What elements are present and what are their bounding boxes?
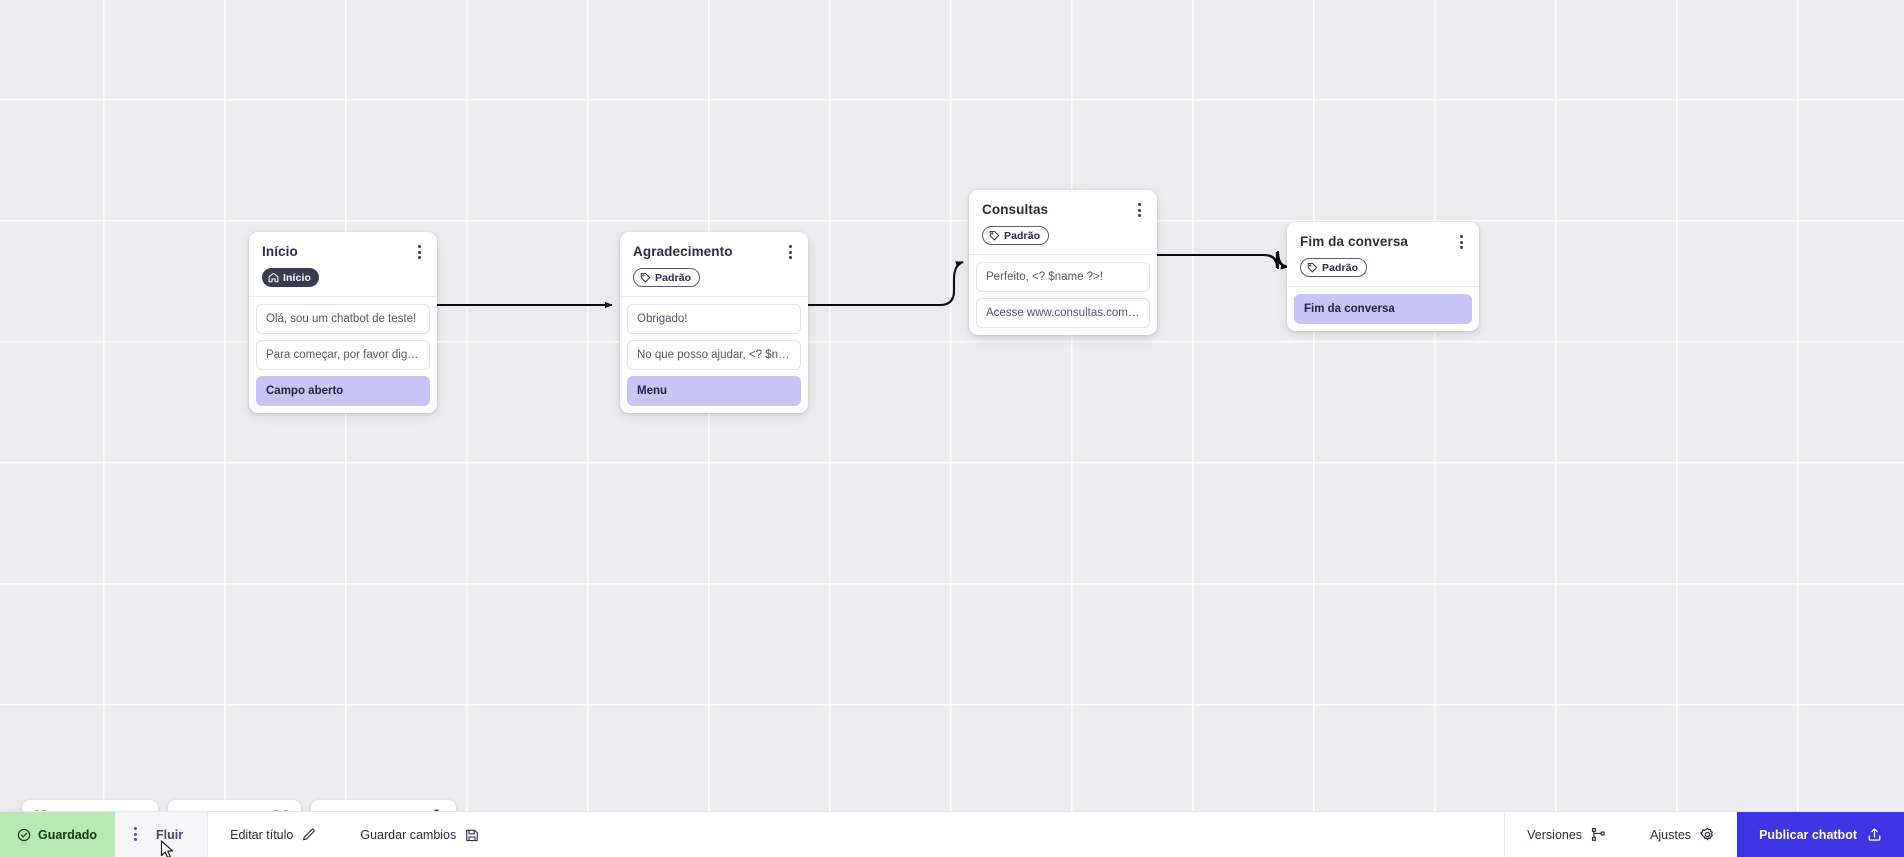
node-row[interactable]: Olá, sou um chatbot de teste! [256, 304, 430, 334]
flow-node-inicio[interactable]: Início Início Olá, sou um chatbot de tes… [249, 232, 437, 413]
node-header: Início [249, 232, 437, 261]
edit-title-label: Editar título [230, 827, 294, 842]
branch-icon [1591, 827, 1605, 841]
tag-icon [640, 272, 651, 283]
node-row[interactable]: No que posso ajudar, <? $name ... [627, 340, 801, 370]
edge-agradecimento-consultas [806, 261, 964, 307]
flow-node-agradecimento[interactable]: Agradecimento Padrão Obrigado! No que po… [620, 232, 808, 413]
save-changes-button[interactable]: Guardar cambios [338, 812, 501, 857]
node-row[interactable]: Acesse www.consultas.com par... [976, 298, 1150, 328]
node-badges: Início [249, 261, 437, 296]
node-header: Fim da conversa [1287, 222, 1479, 251]
status-bar-left: Guardado Fluir Editar título Guardar cam… [0, 812, 501, 857]
node-header: Consultas [969, 190, 1157, 219]
tab-fluir-label: Fluir [156, 827, 184, 842]
node-menu-button[interactable] [783, 243, 797, 261]
flow-node-fim-da-conversa[interactable]: Fim da conversa Padrão Fim da conversa [1287, 222, 1479, 331]
node-row-highlight[interactable]: Menu [627, 376, 801, 406]
divider [1504, 812, 1506, 857]
status-bar-right: Versiones Ajustes Publicar chatbot [1504, 812, 1904, 857]
publish-chatbot-label: Publicar chatbot [1759, 827, 1857, 842]
node-header: Agradecimento [620, 232, 808, 261]
node-title: Agradecimento [633, 244, 733, 259]
versions-label: Versiones [1527, 827, 1583, 842]
pencil-icon [303, 828, 316, 840]
node-rows: Perfeito, <? $name ?>! Acesse www.consul… [969, 254, 1157, 328]
node-row[interactable]: Obrigado! [627, 304, 801, 334]
node-row-highlight[interactable]: Campo aberto [256, 376, 430, 406]
status-bar: Guardado Fluir Editar título Guardar cam… [0, 811, 1904, 857]
saved-status-label: Guardado [38, 827, 98, 842]
tag-icon [1307, 262, 1318, 273]
node-badge-start[interactable]: Início [262, 268, 320, 287]
upload-icon [1868, 828, 1881, 841]
node-title: Fim da conversa [1300, 234, 1409, 249]
node-badges: Padrão [969, 219, 1157, 254]
node-badge-label: Início [283, 271, 312, 284]
node-rows: Fim da conversa [1287, 286, 1479, 324]
node-badge-label: Padrão [655, 271, 692, 284]
settings-button[interactable]: Ajustes [1628, 812, 1737, 857]
node-row-highlight[interactable]: Fim da conversa [1294, 294, 1472, 324]
check-circle-icon [17, 828, 31, 841]
node-menu-button[interactable] [1132, 201, 1146, 219]
save-icon [466, 829, 479, 841]
node-badge-default[interactable]: Padrão [1300, 258, 1368, 277]
node-badges: Padrão [1287, 251, 1479, 286]
node-badges: Padrão [620, 261, 808, 296]
edge-consultas-fim-curve [1157, 250, 1289, 270]
flow-node-consultas[interactable]: Consultas Padrão Perfeito, <? $name ?>! … [969, 190, 1157, 335]
node-menu-button[interactable] [1454, 233, 1468, 251]
node-menu-button[interactable] [412, 243, 426, 261]
node-row[interactable]: Para começar, por favor digite o ... [256, 340, 430, 370]
node-row[interactable]: Perfeito, <? $name ?>! [976, 262, 1150, 292]
gear-icon [1700, 827, 1713, 841]
flow-canvas[interactable]: Início Início Olá, sou um chatbot de tes… [0, 0, 1904, 811]
save-changes-label: Guardar cambios [360, 827, 457, 842]
settings-label: Ajustes [1650, 827, 1692, 842]
node-rows: Obrigado! No que posso ajudar, <? $name … [620, 296, 808, 406]
node-title: Início [262, 244, 298, 259]
versions-button[interactable]: Versiones [1505, 812, 1628, 857]
flow-options-button[interactable] [128, 825, 142, 843]
publish-chatbot-button[interactable]: Publicar chatbot [1737, 812, 1904, 857]
node-badge-label: Padrão [1322, 261, 1359, 274]
home-icon [268, 272, 279, 283]
tag-icon [989, 230, 1000, 241]
node-title: Consultas [982, 202, 1049, 217]
node-rows: Olá, sou um chatbot de teste! Para começ… [249, 296, 437, 406]
tab-fluir[interactable]: Fluir [115, 812, 209, 857]
node-badge-label: Padrão [1004, 229, 1041, 242]
node-badge-default[interactable]: Padrão [982, 226, 1050, 245]
edge-consultas-fim [1157, 251, 1287, 269]
saved-status-badge: Guardado [0, 812, 116, 857]
edit-title-button[interactable]: Editar título [208, 812, 338, 857]
node-badge-default[interactable]: Padrão [633, 268, 701, 287]
